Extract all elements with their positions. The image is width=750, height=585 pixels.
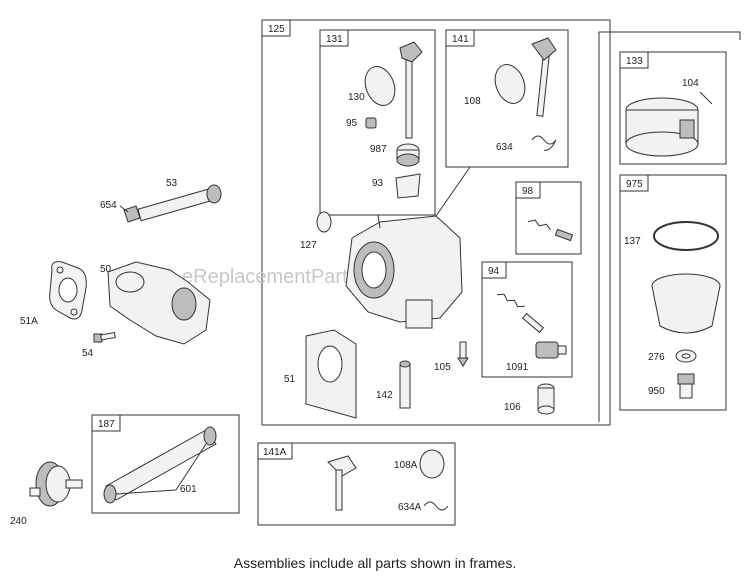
intake-elbow-part [107,261,211,345]
part-634-label: 634 [496,142,513,153]
part-106-label: 106 [504,402,521,413]
leader-601-b [175,443,207,491]
float-bowl-975-part [651,273,721,334]
pin-104-part [699,91,713,105]
fuel-filter-part [29,461,83,507]
frame-133 [619,51,727,165]
frame-label-141A: 141A [257,442,293,460]
part-130-label: 130 [348,92,365,103]
frame-141A [257,442,456,526]
part-142-label: 142 [376,390,393,401]
solenoid-1091-part [535,341,567,359]
frame-label-141: 141 [445,29,475,47]
throttle-shaft-part [399,41,423,139]
screw-95-part [365,117,377,129]
part-127-label: 127 [300,240,317,251]
frame-label-94: 94 [481,261,507,279]
frame-label-131: 131 [319,29,349,47]
frame-94 [481,261,573,378]
part-95-label: 95 [346,118,358,129]
frame-label-98: 98 [515,181,541,199]
choke-shaft-part [531,37,557,117]
frame-141A-label: 141A [263,447,287,458]
spring-634-part [531,135,557,151]
frame-131-label: 131 [326,34,343,45]
needle-94-part [496,293,545,334]
part-987-label: 987 [370,144,387,155]
bushing-93-part [395,173,421,199]
frame-98 [515,181,582,255]
spring-634A-part [423,501,449,511]
part-104-label: 104 [682,78,699,89]
washer-276-part [675,349,697,363]
frame-label-187: 187 [91,414,121,432]
fuel-line-part [103,426,217,504]
part-601-label: 601 [180,484,197,495]
part-108A-label: 108A [394,460,418,471]
leader-frame141-carb [435,166,471,217]
tube-142-part [399,360,411,409]
bolt-54-part [93,332,116,343]
frame-125-label: 125 [268,24,285,35]
carburetor-body-part [345,215,463,329]
part-634A-label: 634A [398,502,422,513]
part-276-label: 276 [648,352,665,363]
frame-label-125: 125 [261,19,291,37]
jet-105-part [457,341,469,367]
frame-125 [261,19,611,426]
frame-133-label: 133 [626,56,643,67]
frame-94-label: 94 [488,266,500,277]
leader-654 [119,205,129,213]
seal-987-part [396,143,420,167]
leader-601-a [115,489,177,495]
bracket-line [598,31,741,422]
frame-141 [445,29,569,168]
gasket-51A-part [49,261,87,320]
part-137-label: 137 [624,236,641,247]
frame-187 [91,414,240,514]
gasket-51-part [305,329,357,419]
intake-tube-part [123,184,222,223]
frame-975 [619,174,727,411]
part-654-label: 654 [100,200,117,211]
washer-127-part [316,211,332,233]
frame-131 [319,29,436,216]
part-240-label: 240 [10,516,27,527]
frame-98-label: 98 [522,186,534,197]
frame-975-label: 975 [626,179,643,190]
part-93-label: 93 [372,178,384,189]
idle-screw-98-part [527,219,574,242]
part-950-label: 950 [648,386,665,397]
plate-108A-part [419,449,445,479]
choke-plate-part [494,64,526,104]
part-1091-label: 1091 [506,362,529,373]
caption: Assemblies include all parts shown in fr… [234,555,516,571]
frame-label-133: 133 [619,51,649,69]
float-bowl-133-part [625,97,699,157]
part-53-label: 53 [166,178,178,189]
sleeve-106-part [537,383,555,415]
part-51-label: 51 [284,374,296,385]
part-108-label: 108 [464,96,481,107]
frame-label-975: 975 [619,174,649,192]
part-50-label: 50 [100,264,112,275]
bowl-nut-950-part [677,373,695,399]
frame-187-label: 187 [98,419,115,430]
part-51A-label: 51A [20,316,38,327]
throttle-plate-part [364,66,396,106]
oring-975-part [653,221,719,251]
frame-141-label: 141 [452,34,469,45]
choke-lever-141A-part [327,455,357,511]
leader-frame131-carb [377,214,381,229]
part-54-label: 54 [82,348,94,359]
part-105-label: 105 [434,362,451,373]
